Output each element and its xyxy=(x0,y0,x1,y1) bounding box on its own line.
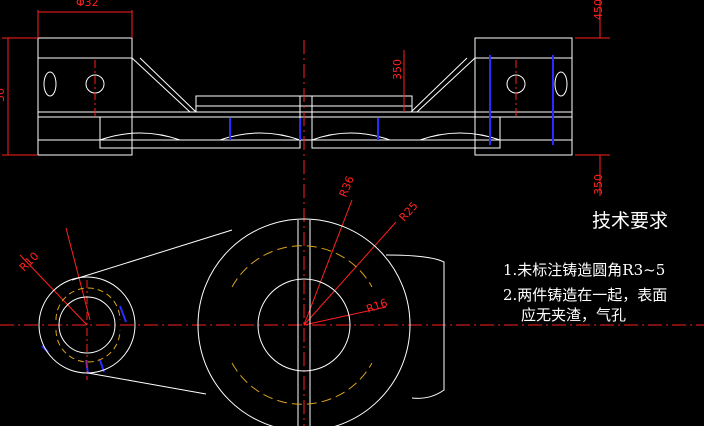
dim-center-slot: 350 xyxy=(391,59,404,80)
right-block xyxy=(474,37,573,156)
right-rib xyxy=(416,57,476,113)
left-block xyxy=(37,37,133,156)
thread-arcs xyxy=(55,245,373,405)
left-oval-slot xyxy=(43,71,57,97)
tech-requirement-2-continued: 应无夹渣，气孔 xyxy=(521,306,627,324)
tech-requirements-title: 技术要求 xyxy=(592,210,669,232)
small-boss-outer xyxy=(38,276,136,374)
dim-top-diameter: Φ32 xyxy=(76,0,99,9)
tech-requirement-2: 2.两件铸造在一起，表面 xyxy=(503,286,668,304)
dim-right-height-bottom: 350 xyxy=(592,174,605,195)
large-boss-outer xyxy=(197,218,411,426)
dim-left-height: 50 xyxy=(0,88,7,102)
dim-right-height-top: 450 xyxy=(592,0,605,20)
right-oval-slot xyxy=(554,71,568,97)
large-bore xyxy=(257,278,351,372)
tech-requirement-1: 1.未标注铸造圆角R3~5 xyxy=(503,261,666,279)
small-bore xyxy=(58,296,116,354)
top-view xyxy=(38,218,445,426)
left-rib xyxy=(131,57,191,113)
front-view xyxy=(37,37,573,156)
